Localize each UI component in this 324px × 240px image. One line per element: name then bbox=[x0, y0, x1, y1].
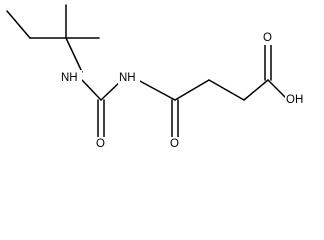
bond-ethyl-ch3-ch2 bbox=[6, 10, 31, 39]
o-amide-bg bbox=[168, 137, 182, 151]
o-acid-carbonyl-bg bbox=[261, 31, 275, 45]
o-acid-carbonyl-label: O bbox=[263, 32, 272, 44]
oh-acid-bg bbox=[285, 92, 309, 108]
bond-nh-urea-carbon bbox=[81, 79, 102, 101]
bond-acid-c-oh bbox=[267, 79, 289, 101]
nh-left-label: NH bbox=[61, 72, 78, 84]
bond-ch2-acid-carbon bbox=[243, 79, 269, 101]
nh-right-bg bbox=[118, 70, 140, 86]
oh-acid-label: OH bbox=[286, 94, 303, 106]
bond-amide-c-ch2 bbox=[174, 79, 210, 101]
o-urea-bg bbox=[94, 137, 108, 151]
nh-left-bg bbox=[60, 70, 82, 86]
molecule-structure: NH NH O O O OH bbox=[6, 4, 309, 151]
bond-nh-amide-carbon bbox=[137, 79, 176, 101]
o-amide-label: O bbox=[170, 138, 179, 150]
bond-ch2-ch2 bbox=[208, 79, 245, 101]
nh-right-label: NH bbox=[119, 72, 136, 84]
bond-quaternary-c-nh bbox=[65, 37, 83, 73]
o-urea-label: O bbox=[96, 138, 105, 150]
